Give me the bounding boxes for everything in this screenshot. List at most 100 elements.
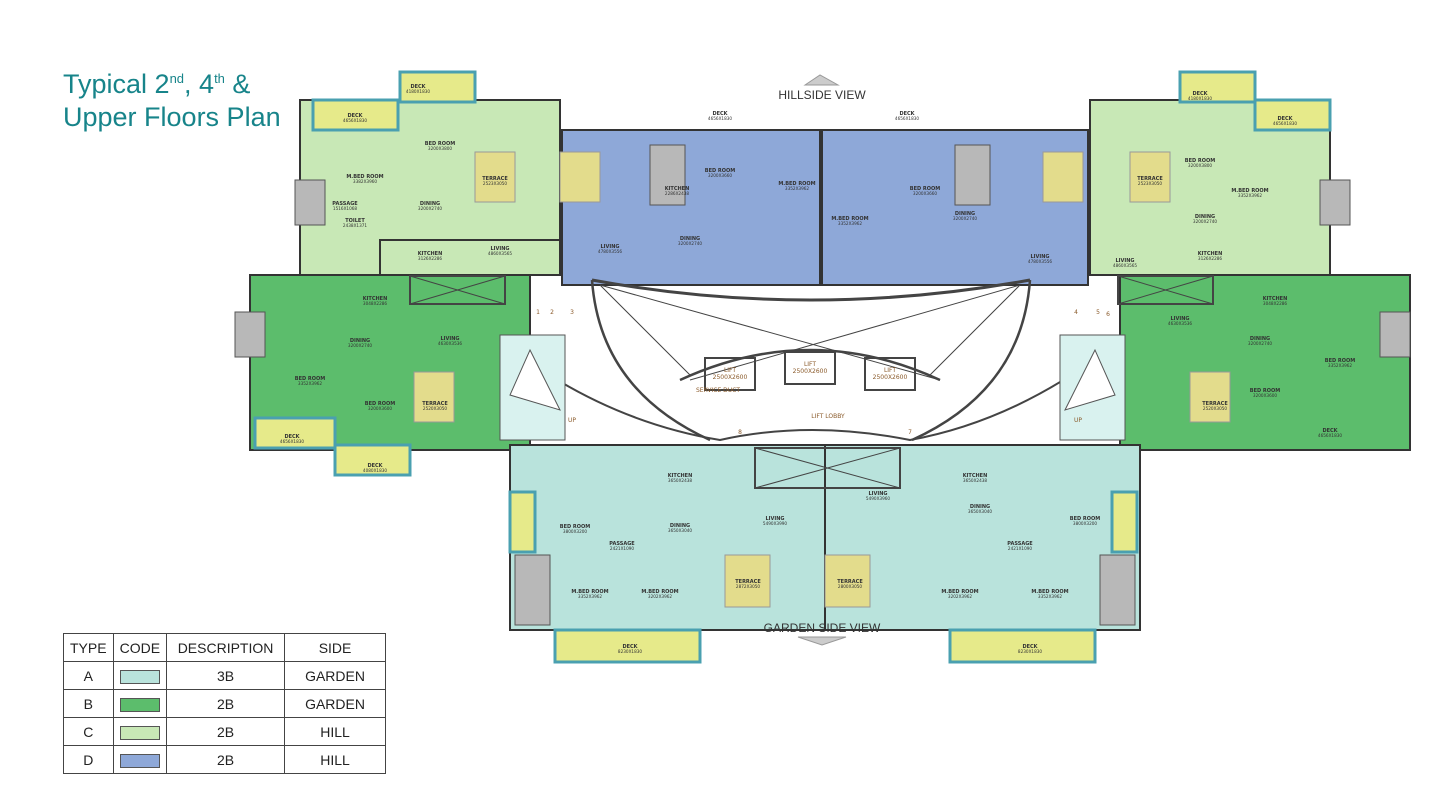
room-size: 2520X3050: [423, 406, 448, 411]
service-slab: [1319, 179, 1351, 226]
terrace: [1042, 151, 1084, 203]
room-size: 1516X1068: [333, 206, 358, 211]
room-size: 5490X3960: [866, 496, 891, 501]
title-sup: th: [214, 71, 225, 86]
service-slab: [649, 144, 686, 206]
entrance-number: 1: [536, 309, 540, 316]
lift-shaft: [784, 351, 836, 385]
stair-up-label: UP: [568, 417, 576, 424]
terrace: [559, 151, 601, 203]
room-size: 3352X3962: [578, 594, 603, 599]
room-name: DECK: [622, 644, 638, 650]
room-name: DINING: [970, 504, 990, 510]
room-name: LIVING: [600, 244, 619, 250]
plan-title: Typical 2nd, 4th & Upper Floors Plan: [63, 62, 281, 134]
room-name: BED ROOM: [1250, 388, 1280, 394]
room-name: M.BED ROOM: [571, 589, 608, 595]
room-name: BED ROOM: [295, 376, 325, 382]
room-size: 3200X2740: [418, 206, 443, 211]
room-name: LIVING: [490, 246, 509, 252]
room-name: DECK: [1322, 428, 1338, 434]
room-name: M.BED ROOM: [778, 181, 815, 187]
side-cell: GARDEN: [284, 689, 387, 718]
room-name: DINING: [1195, 214, 1215, 220]
room-size: 4780X3556: [1028, 259, 1053, 264]
room-size: 3352X3962: [1038, 594, 1063, 599]
room-size: 3352X3962: [1328, 363, 1353, 368]
room-name: DINING: [1250, 336, 1270, 342]
title-sup: nd: [169, 71, 185, 86]
deck: [948, 628, 1097, 664]
unit-type-a: [824, 444, 1141, 631]
room-size: 3200X2740: [1248, 341, 1273, 346]
type-cell: A: [63, 661, 114, 690]
service-slab: [514, 554, 551, 626]
room-size: 3800X3200: [563, 529, 588, 534]
room-size: 4656X1830: [280, 439, 305, 444]
room-size: 3126X2286: [1198, 256, 1223, 261]
stair-well: [509, 348, 561, 411]
room-size: 3200X3800: [428, 146, 453, 151]
room-name: TERRACE: [837, 579, 863, 585]
code-cell: [112, 661, 168, 690]
room-size: 2520X3050: [1203, 406, 1228, 411]
room-name: DINING: [670, 523, 690, 529]
title-text: , 4: [184, 69, 215, 99]
entrance-number: 7: [908, 429, 912, 436]
view-arrow-down-icon: [797, 636, 847, 646]
type-cell: B: [63, 689, 114, 718]
staircase-right: [1059, 334, 1126, 441]
room-name: M.BED ROOM: [1031, 589, 1068, 595]
room-size: 3200X2740: [348, 343, 373, 348]
room-name: DECK: [367, 463, 383, 469]
deck: [1110, 490, 1139, 554]
room-name: DECK: [1277, 116, 1293, 122]
room-size: 3200X2740: [678, 241, 703, 246]
room-name: LIVING: [765, 516, 784, 522]
room-name: BED ROOM: [1185, 158, 1215, 164]
description-cell: 2B: [166, 689, 286, 718]
room-size: 3202X3962: [948, 594, 973, 599]
lift-size: 2500X2600: [793, 368, 828, 375]
deck: [1178, 70, 1257, 104]
room-size: 3048X2286: [363, 301, 388, 306]
service-slab: [294, 179, 326, 226]
room-size: 3200X2740: [1193, 219, 1218, 224]
room-size: 2438X1371: [343, 223, 368, 228]
room-name: DECK: [284, 434, 300, 440]
title-line2: Upper Floors Plan: [63, 102, 281, 132]
code-cell: [112, 717, 168, 746]
color-swatch: [119, 697, 160, 712]
lift-label: LIFT: [724, 367, 736, 374]
service-slab: [954, 144, 991, 206]
room-name: BED ROOM: [560, 524, 590, 530]
room-name: TOILET: [345, 218, 365, 224]
room-size: 2523X3050: [1138, 181, 1163, 186]
room-name: DECK: [712, 111, 728, 117]
room-size: 3200X3600: [1253, 393, 1278, 398]
terrace: [1129, 151, 1171, 203]
lift-label: LIFT: [884, 367, 896, 374]
terrace: [474, 151, 516, 203]
deck: [253, 416, 337, 450]
room-size: 8230X1830: [1018, 649, 1043, 654]
terrace: [1189, 371, 1231, 423]
room-size: 4080X1830: [363, 468, 388, 473]
room-name: DINING: [955, 211, 975, 217]
color-swatch: [119, 725, 160, 740]
room-name: LIVING: [868, 491, 887, 497]
room-size: 2421X1090: [1008, 546, 1033, 551]
room-name: TERRACE: [1137, 176, 1163, 182]
room-size: 4860X3565: [1113, 263, 1138, 268]
deck: [553, 628, 702, 664]
terrace: [413, 371, 455, 423]
core-wall: [590, 279, 711, 442]
room-name: DECK: [899, 111, 915, 117]
room-size: 2800X3050: [838, 584, 863, 589]
room-name: KITCHEN: [668, 473, 693, 479]
room-size: 4656X1830: [708, 116, 733, 121]
core: [409, 275, 1214, 489]
